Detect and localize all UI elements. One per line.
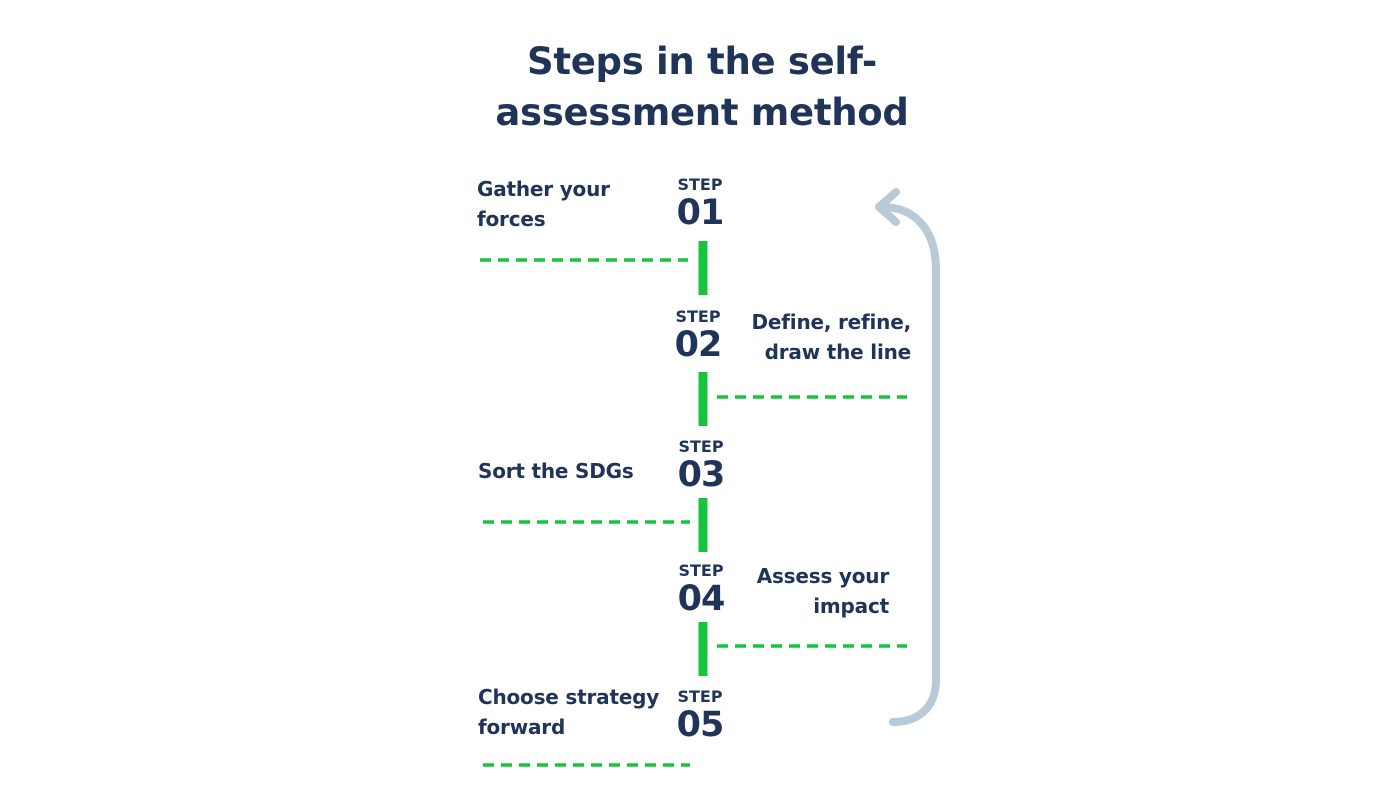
step-badge-01: STEP 01 bbox=[670, 175, 730, 233]
step-label-04: Assess your impact bbox=[740, 561, 890, 621]
step-label-line: forces bbox=[477, 207, 546, 231]
step-badge-02: STEP 02 bbox=[668, 307, 728, 365]
page-title: Steps in the self-assessment method bbox=[495, 40, 909, 134]
step-label-05: Choose strategy forward bbox=[478, 682, 659, 742]
step-label-03: Sort the SDGs bbox=[478, 456, 634, 486]
step-number: 04 bbox=[677, 579, 726, 619]
step-badge-05: STEP 05 bbox=[670, 687, 730, 745]
step-number: 02 bbox=[674, 325, 723, 365]
step-label-line: Sort the SDGs bbox=[478, 459, 634, 483]
step-number: 05 bbox=[676, 705, 725, 745]
step-word: STEP bbox=[677, 175, 723, 194]
step-label-line: Gather your bbox=[477, 177, 610, 201]
step-label-line: Assess your bbox=[756, 564, 890, 588]
step-label-line: Define, refine, bbox=[751, 310, 912, 334]
step-word: STEP bbox=[678, 437, 724, 456]
step-word: STEP bbox=[677, 687, 723, 706]
step-label-01: Gather your forces bbox=[477, 174, 610, 234]
step-badge-04: STEP 04 bbox=[671, 561, 731, 619]
step-word: STEP bbox=[675, 307, 721, 326]
step-label-line: impact bbox=[813, 594, 889, 618]
step-number: 03 bbox=[677, 455, 726, 495]
step-label-02: Define, refine, draw the line bbox=[730, 307, 912, 367]
step-label-line: forward bbox=[478, 715, 566, 739]
step-label-line: Choose strategy bbox=[478, 685, 660, 709]
step-word: STEP bbox=[678, 561, 724, 580]
step-label-line: draw the line bbox=[764, 340, 912, 364]
step-badge-03: STEP 03 bbox=[671, 437, 731, 495]
step-number: 01 bbox=[676, 193, 725, 233]
loop-back-arrow-icon bbox=[875, 188, 940, 726]
